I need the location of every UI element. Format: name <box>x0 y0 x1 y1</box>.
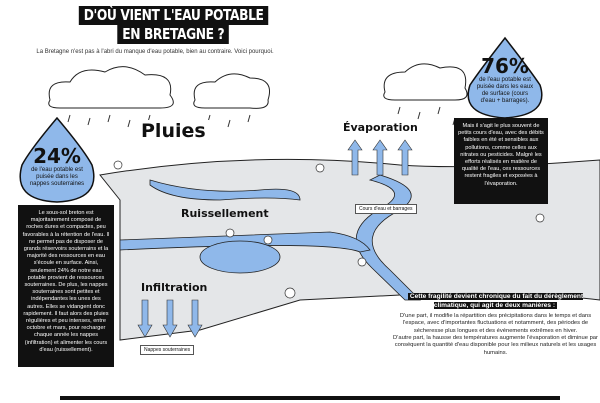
note-paragraph-2: D'autre part, la hausse des températures… <box>393 335 598 356</box>
label-evaporation: Évaporation <box>340 121 421 134</box>
subtitle: La Bretagne n'est pas à l'abri du manque… <box>36 49 274 55</box>
page-title: D'OÙ VIENT L'EAU POTABLE EN BRETAGNE ? <box>58 6 289 44</box>
evaporation-arrows <box>347 139 413 176</box>
surface-water-text: Mais il s'agit le plus souvent de petits… <box>454 118 548 204</box>
clouds <box>48 63 468 109</box>
infiltration-arrows <box>137 299 203 338</box>
bottom-rule <box>60 396 560 400</box>
trees <box>113 160 545 299</box>
note-headline: Cette fragilité devient chronique du fai… <box>407 293 584 310</box>
groundwater-stat: 24% de l'eau potable est puisée dans les… <box>29 144 85 187</box>
label-infiltration: Infiltration <box>141 281 208 294</box>
label-runoff: Ruissellement <box>181 207 269 220</box>
groundwater-text: Le sous-sol breton est majoritairement c… <box>18 205 114 367</box>
label-rivers: Cours d'eau et barrages <box>355 204 417 214</box>
climate-note: Cette fragilité devient chronique du fai… <box>393 292 598 357</box>
label-aquifers: Nappes souterraines <box>140 345 195 355</box>
label-rain: Pluies <box>138 120 209 142</box>
surface-water-stat: 76% de l'eau potable est puisée dans les… <box>476 54 534 104</box>
lake <box>199 240 281 274</box>
note-paragraph-1: D'une part, il modifie la répartition de… <box>399 312 592 334</box>
